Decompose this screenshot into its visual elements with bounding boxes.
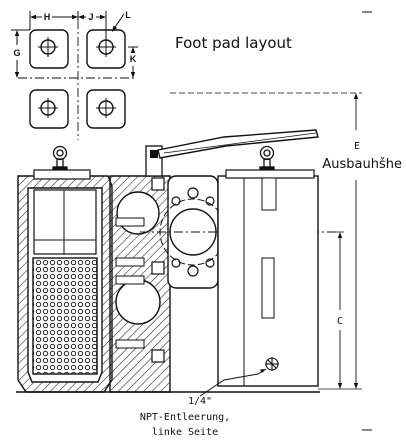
drain-description-line2: linke Seite <box>152 427 218 438</box>
left-housing-section <box>17 175 113 393</box>
overall-dimension-arrows <box>337 93 359 389</box>
changeover-handle <box>157 129 319 159</box>
valve-body <box>109 145 171 393</box>
basket-handle <box>33 189 97 255</box>
dimension-label-j: J <box>88 12 93 22</box>
dimension-label-e: E <box>354 141 360 152</box>
dimension-label-h: H <box>44 12 51 22</box>
foot-pad <box>86 89 126 129</box>
overall-dimensions <box>170 11 372 431</box>
lifting-eye-left <box>52 145 68 172</box>
dimension-label-g: G <box>13 48 20 58</box>
perforated-basket <box>32 257 98 375</box>
drain-size: 1/4" <box>188 396 212 407</box>
footpad-layout: H J L G K Foot pad layout <box>11 10 292 140</box>
footpad-centerlines <box>18 20 136 140</box>
dimension-label-l: L <box>125 10 131 20</box>
drain-plug <box>265 357 279 371</box>
drain-description-line1: NPT-Entleerung, <box>140 412 230 423</box>
drain-callout: 1/4" NPT-Entleerung, linke Seite <box>140 368 267 438</box>
lifting-eye-right <box>259 145 275 172</box>
right-basket-chamber <box>217 169 319 387</box>
dimension-label-k: K <box>130 54 137 64</box>
footpad-title: Foot pad layout <box>175 34 292 52</box>
inlet-flange <box>140 175 335 289</box>
footpad-pads <box>29 29 126 129</box>
dimension-label-ausbauhoehe: Ausbauhšhe <box>322 157 402 172</box>
footpad-arrowheads <box>14 14 136 78</box>
foot-pad <box>29 89 69 129</box>
basket-cover-plate <box>33 169 91 180</box>
dimension-label-c: C <box>337 316 343 327</box>
strainer-assembly <box>16 129 335 393</box>
left-basket-chamber <box>17 169 113 393</box>
foot-pad <box>29 29 69 69</box>
